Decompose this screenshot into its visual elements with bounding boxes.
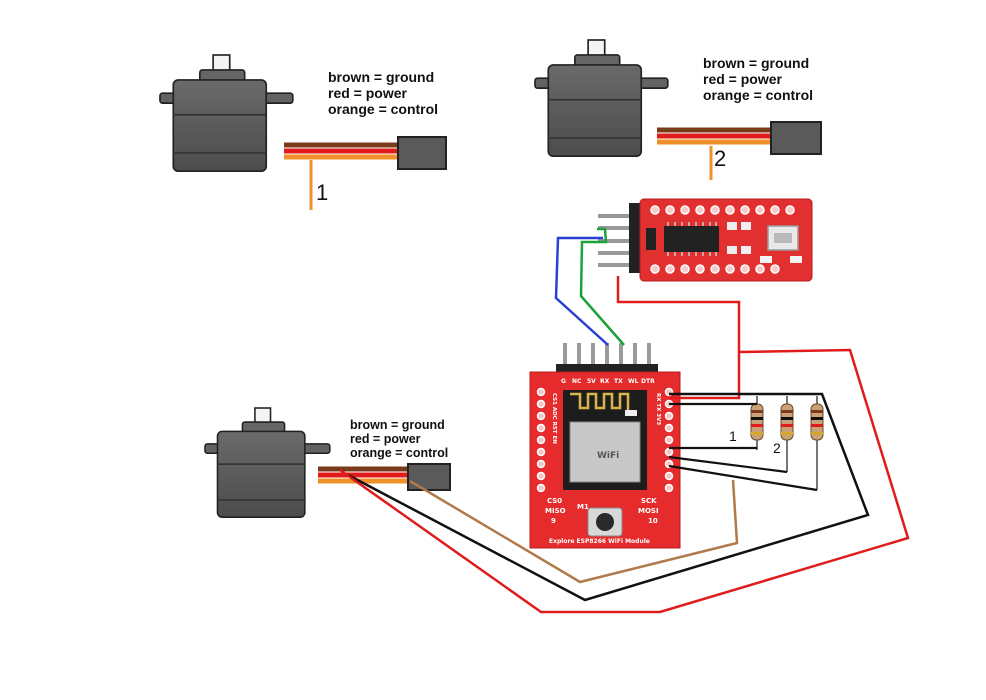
legend-line: brown = ground [328,69,435,85]
esp-mosi-label: MOSI [638,507,659,515]
ftdi-pads [650,205,795,274]
servo-2-legend: brown = ground red = power orange = cont… [703,55,813,103]
legend-line: brown = ground [703,55,810,71]
resistor-1-number: 1 [729,428,737,444]
ftdi-chip [664,226,719,252]
esp-nine-label: 9 [551,517,556,525]
legend-line: orange = control [328,101,439,117]
black-ground-wire [347,392,870,602]
svg-text:DTR: DTR [641,378,655,385]
esp-cs0-label: CS0 [547,497,562,505]
servo-3 [204,407,451,518]
svg-text:5V: 5V [587,378,596,385]
black-signal-wire-2 [668,455,788,474]
black-signal-wire-3 [668,464,818,492]
svg-text:WL: WL [628,378,639,385]
ftdi-jumper [646,228,656,250]
esp-antenna [570,392,630,410]
svg-text:RX: RX [600,378,610,385]
red-ftdi-power-wire [616,276,741,400]
esp-sck-label: SCK [641,497,657,505]
legend-line: red = power [328,85,407,101]
blue-serial-wire [554,236,609,346]
esp-miso-label: MISO [545,507,566,515]
legend-line: red = power [350,432,421,446]
servo-2 [534,39,822,180]
ftdi-usb-serial-board [598,198,813,282]
servo-3-connector [407,463,451,491]
legend-line: orange = control [350,446,449,460]
servo-3-body [204,407,331,518]
legend-line: red = power [703,71,782,87]
esp-chip-brand: WiFi [597,451,619,461]
brown-control-wire [409,479,739,584]
servo-1-body [159,54,294,173]
ftdi-header-pins [598,214,632,267]
servo-2-number: 2 [714,146,727,171]
legend-line: orange = control [703,87,814,103]
resistor-2 [780,396,794,472]
green-serial-wire [579,227,625,346]
legend-line: brown = ground [350,418,445,432]
esp8266-board: G NC 5V RX TX WL DTR WiFi CS1 ADC RST EN… [529,343,681,549]
esp-ten-label: 10 [648,517,658,525]
resistor-2-number: 2 [773,440,781,456]
servo-3-legend: brown = ground red = power orange = cont… [350,418,448,460]
red-servo-power-wire [339,348,910,614]
servo-1-legend: brown = ground red = power orange = cont… [328,69,438,117]
esp-m1-label: M1 [577,503,589,511]
svg-text:G: G [561,378,566,385]
servo-1-connector [397,136,447,170]
esp-footer-label: Explore ESP8266 WiFi Module [549,538,650,545]
esp-left-edge-label: CS1 ADC RST EN [551,393,557,444]
servo-1-number: 1 [316,180,329,205]
servo-2-connector [770,121,822,155]
svg-text:TX: TX [614,378,623,385]
esp-side-pads [536,387,674,493]
servo-1 [159,54,447,210]
servo-2-body [534,39,669,158]
resistor-3 [810,396,824,490]
esp-right-edge-label: RX TX 3V3 [655,393,661,425]
esp-shield [569,421,641,483]
svg-text:NC: NC [572,378,582,385]
